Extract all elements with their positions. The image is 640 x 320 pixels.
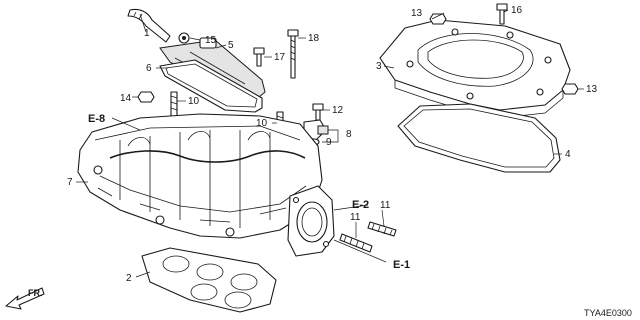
front-arrow-icon <box>5 287 45 310</box>
bolt-14-part[interactable] <box>137 91 155 103</box>
callout-15: 15 <box>205 35 217 46</box>
harness-gasket-part[interactable] <box>159 59 263 113</box>
callout-18: 18 <box>308 33 320 44</box>
breather-pipe-part[interactable] <box>127 8 171 43</box>
callout-14: 14 <box>120 93 132 104</box>
callout-1: 1 <box>144 28 150 39</box>
callout-5: 5 <box>228 40 234 51</box>
bolt-12-part[interactable] <box>312 103 324 121</box>
bolt-13-right-part[interactable] <box>561 83 579 95</box>
manifold-gasket-part[interactable] <box>141 247 277 313</box>
bolt-18-part[interactable] <box>287 29 299 79</box>
callout-9: 9 <box>326 137 332 148</box>
cover-gasket-part[interactable] <box>397 103 561 173</box>
intake-cover-part[interactable] <box>379 19 571 119</box>
intake-manifold-part[interactable] <box>77 113 323 239</box>
diagram-code: TYA4E0300 <box>584 308 632 318</box>
callout-7: 7 <box>67 177 73 188</box>
bolt-16-part[interactable] <box>496 3 508 25</box>
callout-13-a: 13 <box>411 8 423 19</box>
stud-11-lower-part[interactable] <box>339 233 373 253</box>
front-direction-indicator: FR. <box>5 287 45 310</box>
leader-lines <box>76 9 584 278</box>
stud-11-upper-part[interactable] <box>367 221 397 237</box>
stud-10-upper-part[interactable] <box>170 91 178 117</box>
bolt-13-top-part[interactable] <box>429 13 447 25</box>
callout-17: 17 <box>274 52 286 63</box>
ref-e2[interactable]: E-2 <box>352 199 369 211</box>
callout-13-b: 13 <box>586 84 598 95</box>
callouts: 1 15 5 6 17 18 14 10 10 12 8 9 7 2 3 4 1… <box>67 5 598 284</box>
callout-2: 2 <box>126 273 132 284</box>
callout-11-b: 11 <box>350 212 361 223</box>
callout-11-a: 11 <box>380 200 391 211</box>
callout-8: 8 <box>346 129 352 140</box>
callout-3: 3 <box>376 61 382 72</box>
callout-6: 6 <box>146 63 152 74</box>
callout-10-a: 10 <box>188 96 200 107</box>
callout-16: 16 <box>511 5 523 16</box>
reference-labels: E-8 E-2 E-1 <box>88 113 410 271</box>
throttle-flange-part[interactable] <box>287 185 335 257</box>
callout-4: 4 <box>565 149 571 160</box>
bolt-17-part[interactable] <box>253 47 265 67</box>
ref-e1[interactable]: E-1 <box>393 259 410 271</box>
front-label: FR. <box>28 288 43 298</box>
clip-part[interactable] <box>178 32 190 44</box>
ref-e8[interactable]: E-8 <box>88 113 105 125</box>
callout-12: 12 <box>332 105 344 116</box>
callout-10-b: 10 <box>256 118 268 129</box>
